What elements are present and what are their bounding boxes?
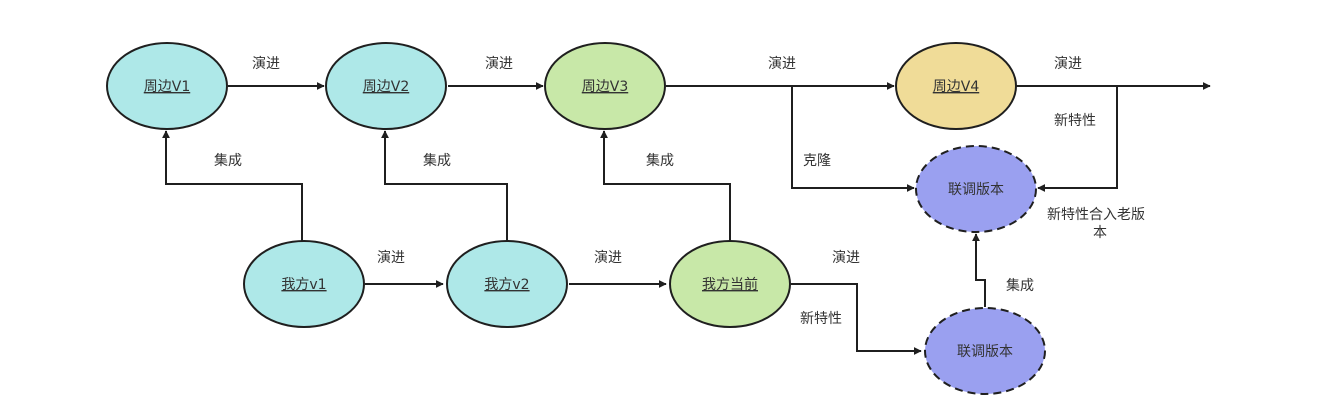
node-peripheral-v1[interactable]: 周边V1 <box>106 42 228 130</box>
node-peripheral-v3[interactable]: 周边V3 <box>544 42 666 130</box>
node-joint-version-top[interactable]: 联调版本 <box>915 145 1037 233</box>
edge-new-feature-top <box>1037 86 1118 192</box>
node-joint-version-bottom-label: 联调版本 <box>957 344 1013 360</box>
label-evolve-our-v1-v2: 演进 <box>377 250 405 266</box>
edge-clone <box>791 86 915 192</box>
label-new-feature-bottom: 新特性 <box>800 311 842 327</box>
node-peripheral-v2-label: 周边V2 <box>363 79 409 95</box>
node-peripheral-v3-label: 周边V3 <box>582 79 628 95</box>
label-evolve-v4-out: 演进 <box>1054 56 1082 72</box>
node-our-current-label: 我方当前 <box>702 276 758 293</box>
label-merge-old-version-line2: 本 <box>1093 225 1107 241</box>
label-evolve-v3-v4: 演进 <box>768 56 796 72</box>
node-joint-version-top-label: 联调版本 <box>948 182 1004 198</box>
edge-integrate-v1 <box>162 130 303 241</box>
label-integrate-v2: 集成 <box>423 152 451 169</box>
edge-integrate-v2 <box>381 130 508 241</box>
edge-our-current-to-joint <box>791 283 922 355</box>
edge-integrate-v3 <box>600 130 731 241</box>
node-peripheral-v4-label: 周边V4 <box>933 79 980 95</box>
label-evolve-v2-v3: 演进 <box>485 56 513 72</box>
label-evolve-our-current: 演进 <box>832 250 860 266</box>
node-peripheral-v4[interactable]: 周边V4 <box>895 42 1017 130</box>
label-integrate-joint: 集成 <box>1006 277 1034 294</box>
label-new-feature-top: 新特性 <box>1054 113 1096 129</box>
node-peripheral-v1-label: 周边V1 <box>144 79 190 95</box>
node-our-v1-label: 我方v1 <box>281 277 326 293</box>
node-our-v1[interactable]: 我方v1 <box>243 240 365 328</box>
node-joint-version-bottom[interactable]: 联调版本 <box>924 307 1046 395</box>
label-merge-old-version-line1: 新特性合入老版 <box>1047 207 1145 223</box>
edge-integrate-joint <box>972 233 986 307</box>
label-integrate-v1: 集成 <box>214 152 242 169</box>
label-evolve-our-v2-current: 演进 <box>594 250 622 266</box>
node-our-v2-label: 我方v2 <box>484 277 529 293</box>
label-evolve-v1-v2: 演进 <box>252 56 280 72</box>
node-our-v2[interactable]: 我方v2 <box>446 240 568 328</box>
label-integrate-v3: 集成 <box>646 152 674 169</box>
node-our-current[interactable]: 我方当前 <box>669 240 791 328</box>
label-clone: 克隆 <box>803 153 831 169</box>
node-peripheral-v2[interactable]: 周边V2 <box>325 42 447 130</box>
